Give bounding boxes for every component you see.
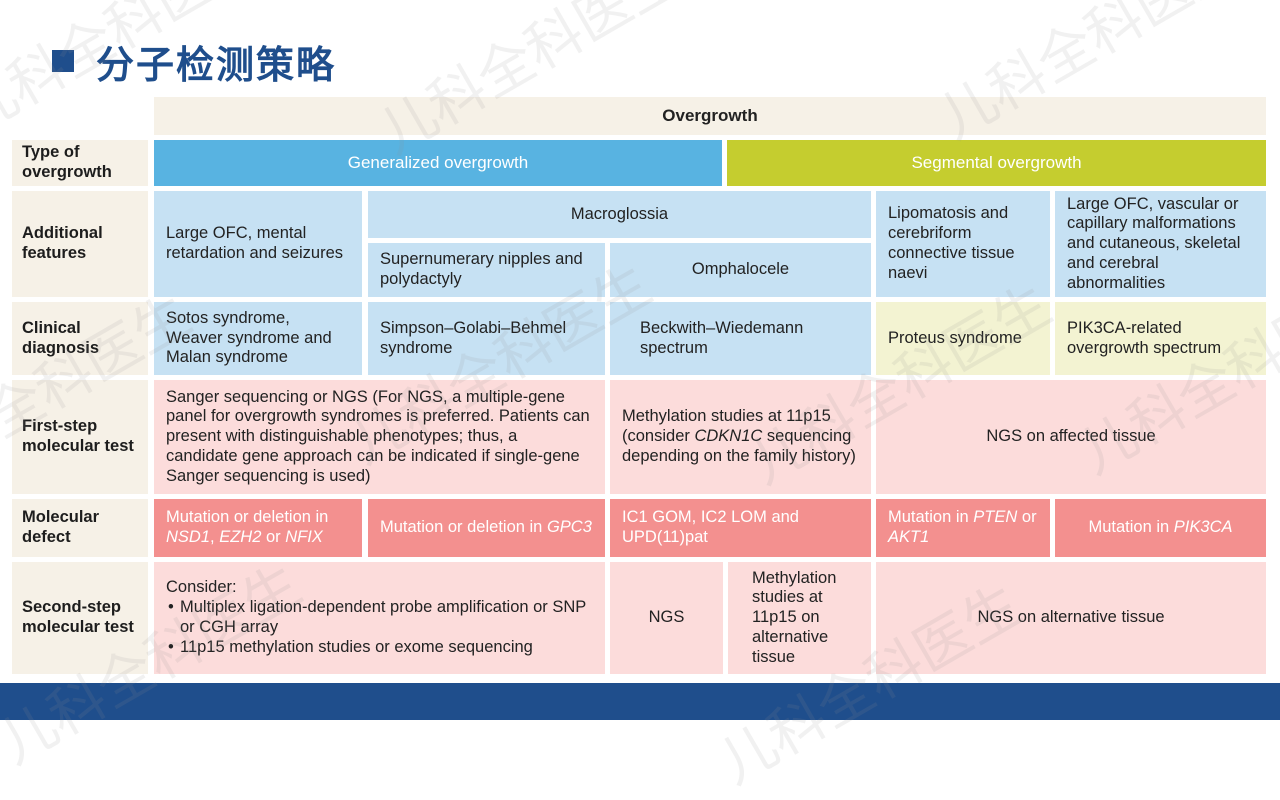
feature-omphalocele: Omphalocele — [610, 243, 871, 297]
type-generalized: Generalized overgrowth — [154, 140, 722, 186]
diagnosis-proteus: Proteus syndrome — [876, 302, 1050, 375]
first-test-sanger: Sanger sequencing or NGS (For NGS, a mul… — [154, 380, 605, 494]
defect-gpc3: Mutation or deletion in GPC3 — [368, 499, 605, 557]
row-label-type: Type of overgrowth — [12, 140, 148, 186]
row-label-defect: Molecular defect — [12, 499, 148, 557]
first-test-methylation: Methylation studies at 11p15 (consider C… — [610, 380, 871, 494]
diagnosis-sotos: Sotos syndrome, Weaver syndrome and Mala… — [154, 302, 362, 375]
diagnosis-pik3ca: PIK3CA-related overgrowth spectrum — [1055, 302, 1266, 375]
consider-label: Consider: — [166, 578, 237, 597]
first-test-ngs-affected: NGS on affected tissue — [876, 380, 1266, 494]
row-label-first-test: First-step molecular test — [12, 380, 148, 494]
feature-sotos: Large OFC, mental retardation and seizur… — [154, 191, 362, 297]
list-item: Multiplex ligation-dependent probe ampli… — [168, 598, 593, 638]
slide-title-bar: 分子检测策略 — [52, 36, 337, 87]
feature-macroglossia: Macroglossia — [368, 191, 871, 238]
row-label-second-test: Second-step molecular test — [12, 562, 148, 674]
table-header-overgrowth: Overgrowth — [154, 97, 1266, 135]
diagnosis-sgb: Simpson–Golabi–Behmel syndrome — [368, 302, 605, 375]
second-test-ngs-alt: NGS on alternative tissue — [876, 562, 1266, 674]
slide-title: 分子检测策略 — [96, 42, 337, 87]
defect-pik3ca: Mutation in PIK3CA — [1055, 499, 1266, 557]
feature-nipples: Supernumerary nipples and polydactyly — [368, 243, 605, 297]
feature-large-ofc: Large OFC, vascular or capillary malform… — [1055, 191, 1266, 297]
footer-band — [0, 683, 1280, 720]
list-item: 11p15 methylation studies or exome seque… — [168, 638, 593, 658]
feature-lipomatosis: Lipomatosis and cerebriform connective t… — [876, 191, 1050, 297]
second-test-consider: Consider: Multiplex ligation-dependent p… — [154, 562, 605, 674]
defect-nsd1: Mutation or deletion in NSD1, EZH2 or NF… — [154, 499, 362, 557]
defect-pten: Mutation in PTEN or AKT1 — [876, 499, 1050, 557]
row-label-features: Additional features — [12, 191, 148, 297]
second-test-ngs: NGS — [610, 562, 723, 674]
defect-ic: IC1 GOM, IC2 LOM and UPD(11)pat — [610, 499, 871, 557]
diagnosis-bws: Beckwith–Wiedemann spectrum — [610, 302, 871, 375]
consider-list: Multiplex ligation-dependent probe ampli… — [166, 598, 593, 657]
type-segmental: Segmental overgrowth — [727, 140, 1266, 186]
second-test-methylation-alt: Methylation studies at 11p15 on alternat… — [728, 562, 871, 674]
row-label-diagnosis: Clinical diagnosis — [12, 302, 148, 375]
title-square-icon — [52, 50, 74, 72]
